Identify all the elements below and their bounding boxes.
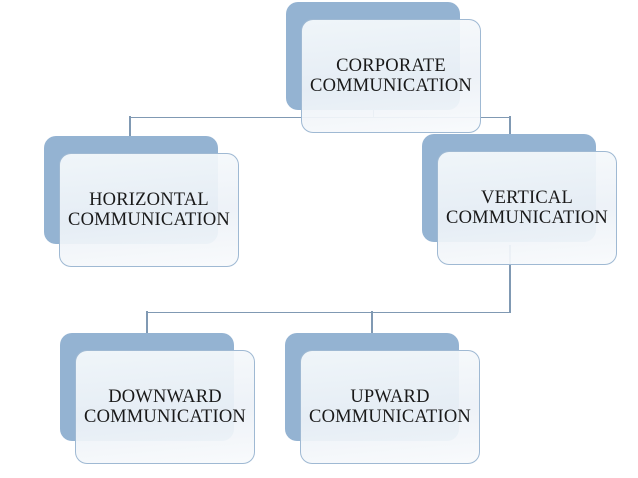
node-label-box: DOWNWARD COMMUNICATION <box>75 350 255 464</box>
node-horizontal-communication: HORIZONTAL COMMUNICATION <box>44 136 239 267</box>
node-label-line: COMMUNICATION <box>68 210 230 230</box>
node-vertical-communication: VERTICAL COMMUNICATION <box>422 134 617 265</box>
node-label-line: HORIZONTAL <box>89 190 209 210</box>
connector-drop-horizontal <box>129 116 131 138</box>
node-label-line: COMMUNICATION <box>310 76 472 96</box>
connector-level2-rail <box>146 311 510 313</box>
node-label-line: DOWNWARD <box>108 387 222 407</box>
node-downward-communication: DOWNWARD COMMUNICATION <box>60 333 255 464</box>
connector-drop-vertical <box>509 116 511 136</box>
node-label-line: UPWARD <box>350 387 430 407</box>
node-label-box: CORPORATE COMMUNICATION <box>301 19 481 133</box>
node-label-box: UPWARD COMMUNICATION <box>300 350 480 464</box>
node-upward-communication: UPWARD COMMUNICATION <box>285 333 480 464</box>
node-label-box: HORIZONTAL COMMUNICATION <box>59 153 239 267</box>
node-label-line: COMMUNICATION <box>446 208 608 228</box>
node-label-line: CORPORATE <box>336 56 446 76</box>
node-corporate-communication: CORPORATE COMMUNICATION <box>286 2 481 133</box>
node-label-box: VERTICAL COMMUNICATION <box>437 151 617 265</box>
node-label-line: VERTICAL <box>481 188 573 208</box>
connector-vertical-stub <box>509 245 511 313</box>
node-label-line: COMMUNICATION <box>84 407 246 427</box>
connector-drop-upward <box>371 311 373 335</box>
connector-drop-downward <box>146 311 148 335</box>
node-label-line: COMMUNICATION <box>309 407 471 427</box>
